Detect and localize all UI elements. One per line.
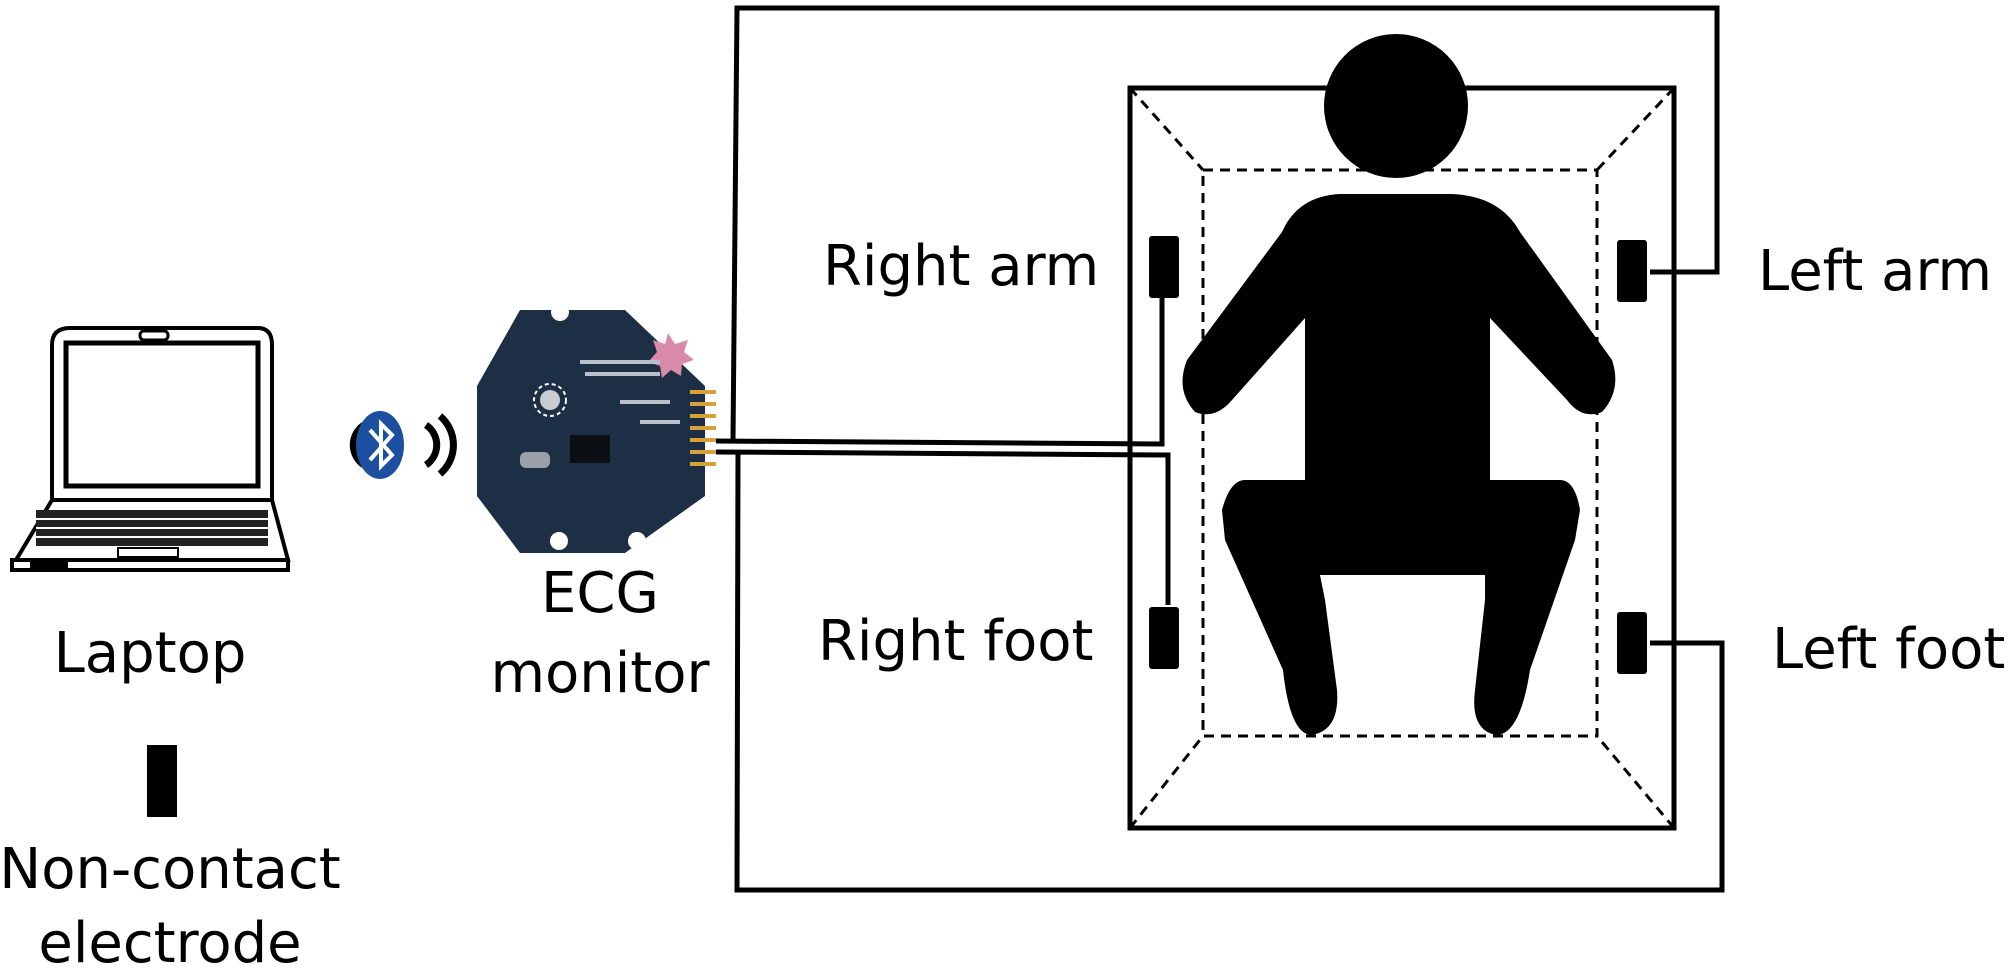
- laptop-icon: [10, 326, 291, 572]
- right-arm-wire: [715, 285, 1165, 447]
- legend-label-line1: Non-contact: [0, 837, 341, 902]
- ecg-monitor-label-line2: monitor: [490, 641, 710, 706]
- left-foot-label: Left foot: [1772, 617, 2005, 682]
- right-arm-label: Right arm: [823, 234, 1099, 299]
- electrodes: [1149, 236, 1647, 674]
- ecg-monitor-label-line1: ECG: [541, 561, 659, 626]
- left-arm-label: Left arm: [1758, 239, 1992, 304]
- board-pins: [690, 390, 716, 466]
- left-foot-wire: [734, 451, 1725, 893]
- electrode-left-arm: [1617, 240, 1647, 302]
- ecg-board: [477, 303, 716, 553]
- laptop-label: Laptop: [54, 621, 247, 686]
- legend-electrode-symbol: [147, 745, 177, 817]
- wiring: [715, 5, 1725, 893]
- electrode-left-foot: [1617, 612, 1647, 674]
- person-silhouette: [1182, 34, 1616, 735]
- legend-label-line2: electrode: [38, 911, 301, 974]
- bluetooth-icon: [349, 411, 457, 479]
- electrode-right-arm: [1149, 236, 1179, 298]
- left-arm-wire: [730, 5, 1720, 441]
- electrode-right-foot: [1149, 607, 1179, 669]
- right-foot-label: Right foot: [818, 609, 1093, 674]
- right-foot-wire: [715, 449, 1171, 605]
